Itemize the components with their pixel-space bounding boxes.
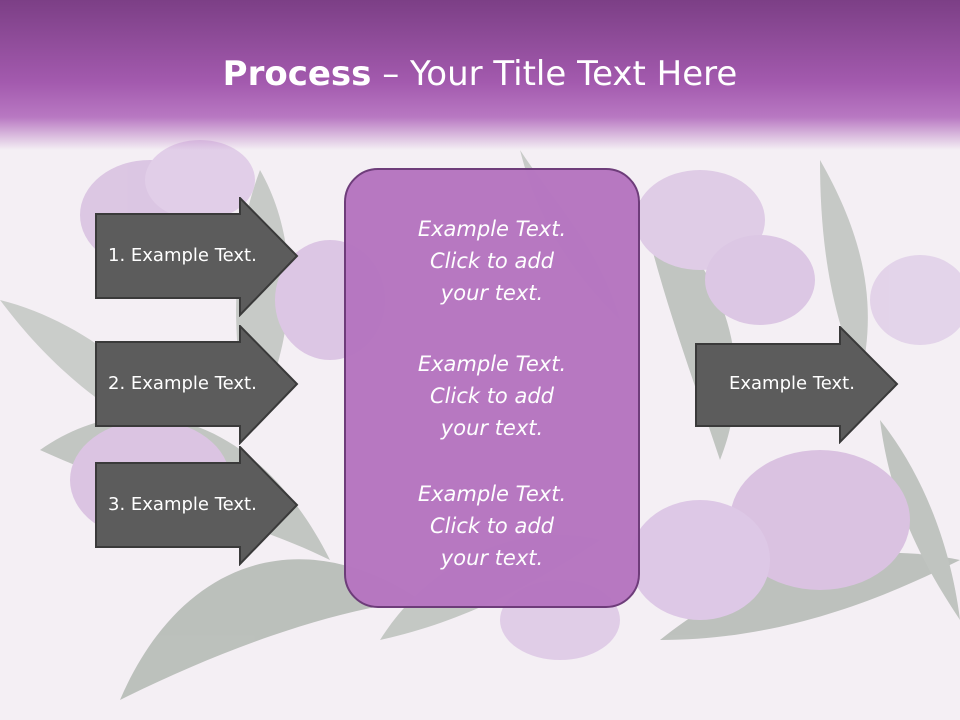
paragraph-line: Click to add bbox=[429, 514, 554, 538]
paragraph-line: Example Text. bbox=[417, 482, 567, 506]
arrow-shape bbox=[695, 326, 899, 444]
output-arrow[interactable]: Example Text. bbox=[695, 326, 899, 444]
process-arrow-3[interactable]: 3. Example Text. bbox=[95, 446, 299, 566]
arrow-shape bbox=[95, 197, 299, 317]
paragraph-line: Click to add bbox=[429, 384, 554, 408]
paragraph-line: your text. bbox=[440, 416, 544, 440]
paragraph-line: Example Text. bbox=[417, 217, 567, 241]
slide-title[interactable]: Process – Your Title Text Here bbox=[0, 52, 960, 96]
center-paragraph-3: Example Text. Click to add your text. bbox=[346, 478, 638, 574]
process-arrow-2[interactable]: 2. Example Text. bbox=[95, 325, 299, 445]
title-bold: Process bbox=[222, 54, 372, 94]
paragraph-line: Click to add bbox=[429, 249, 554, 273]
center-paragraph-1: Example Text. Click to add your text. bbox=[346, 213, 638, 309]
process-arrow-1[interactable]: 1. Example Text. bbox=[95, 197, 299, 317]
center-text-box[interactable]: Example Text. Click to add your text. Ex… bbox=[344, 168, 640, 608]
arrow-shape bbox=[95, 325, 299, 445]
paragraph-line: Example Text. bbox=[417, 352, 567, 376]
title-rest: Your Title Text Here bbox=[410, 54, 738, 94]
arrow-shape bbox=[95, 446, 299, 566]
title-dash: – bbox=[371, 54, 411, 94]
arrow-label: Example Text. bbox=[729, 373, 855, 394]
paragraph-line: your text. bbox=[440, 546, 544, 570]
arrow-label: 2. Example Text. bbox=[108, 373, 257, 394]
title-bar bbox=[0, 0, 960, 150]
arrow-label: 3. Example Text. bbox=[108, 494, 257, 515]
paragraph-line: your text. bbox=[440, 281, 544, 305]
arrow-label: 1. Example Text. bbox=[108, 245, 257, 266]
center-paragraph-2: Example Text. Click to add your text. bbox=[346, 348, 638, 444]
